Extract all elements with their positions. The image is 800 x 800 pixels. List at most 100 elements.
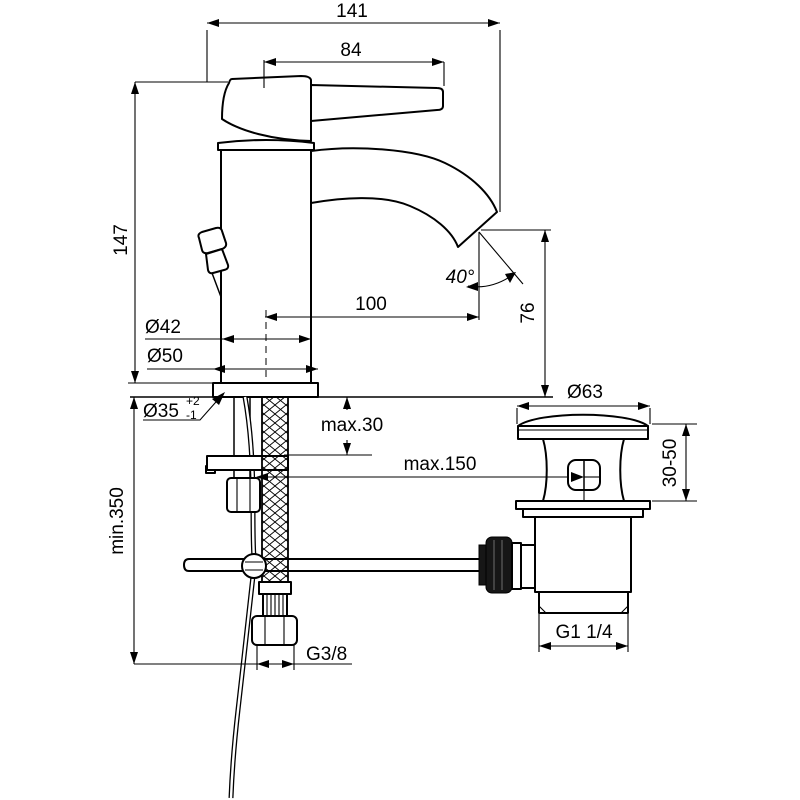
popup-knob: [197, 226, 228, 255]
arrowhead: [488, 19, 500, 27]
dim-body-diameter: Ø42: [145, 317, 311, 343]
arrowhead: [130, 397, 138, 409]
mounting-nut: [226, 477, 261, 513]
dim-lever-length: 84: [263, 40, 445, 88]
arrowhead: [343, 397, 351, 409]
arrowhead: [571, 472, 584, 482]
arrowhead: [616, 642, 628, 650]
arrowhead: [212, 392, 225, 405]
arrowhead: [282, 660, 294, 668]
waste-lower-flange: [515, 500, 651, 510]
popup-knob-lower: [205, 248, 230, 275]
under-deck-assembly: [130, 396, 553, 799]
dim-min350-lines: [133, 397, 257, 665]
handle-lever: [310, 84, 444, 122]
dim-63-label: Ø63: [567, 382, 603, 403]
dim-76-lines: [481, 229, 551, 397]
pull-rod-lower-core: [229, 575, 255, 799]
dim-100-lines: [265, 232, 480, 320]
dim-84-label: 84: [340, 40, 362, 61]
arrowhead: [130, 652, 138, 664]
pivot-slot: [245, 561, 263, 571]
arrowhead: [306, 365, 318, 373]
dim-147-lines: [128, 81, 228, 384]
dim-35-leader: [143, 393, 224, 421]
dim-50-label: Ø50: [147, 346, 183, 367]
arrowhead: [638, 402, 650, 410]
arrowhead: [541, 385, 549, 397]
waste-thread-tail: [538, 591, 629, 614]
arrowhead: [131, 371, 139, 383]
waste-thread-chamfer: [538, 605, 629, 614]
dim-hole-diameter: Ø35 +2 -1: [143, 392, 225, 422]
base-plate: [212, 382, 319, 398]
linkage-collar: [511, 542, 522, 590]
waste-plug-dome: [517, 413, 649, 427]
mounting-nut-facets: [236, 478, 251, 512]
hose-rib-lines: [266, 594, 284, 616]
arrowhead: [257, 660, 269, 668]
waste-lower-flange2: [522, 508, 644, 518]
arrowhead: [213, 365, 225, 373]
dim-42-label: Ø42: [145, 317, 181, 338]
cartridge-cap: [221, 75, 312, 142]
dim-deck-thickness: max.30: [284, 397, 383, 456]
dim-35-label: Ø35: [143, 401, 179, 422]
dim-total-height: 147: [111, 81, 228, 384]
supply-nut: [251, 615, 298, 646]
dim-147-label: 147: [111, 224, 132, 256]
pivot-screw: [241, 553, 267, 579]
faucet: [197, 75, 498, 398]
arrowhead: [517, 402, 529, 410]
dim-63-lines: [516, 405, 651, 424]
faucet-spout: [310, 147, 498, 248]
dim-waste-range: 30-50: [652, 423, 697, 502]
arrowhead: [299, 335, 311, 343]
arrowhead: [466, 282, 478, 291]
arrowhead: [264, 58, 276, 66]
horizontal-rod: [183, 558, 488, 572]
body-rim: [217, 139, 315, 151]
dim-spout-reach: 100: [265, 232, 480, 321]
arrowhead: [682, 489, 690, 501]
arrowhead: [256, 473, 268, 481]
dim-141-label: 141: [336, 1, 368, 22]
dim-40-label: 40°: [446, 267, 475, 288]
dim-waste-diameter: Ø63: [516, 382, 651, 424]
arrowhead: [682, 424, 690, 436]
dim-35-tol-plus: +2: [186, 394, 200, 408]
pull-rod-stem: [211, 272, 222, 298]
dim-76-label: 76: [518, 302, 539, 323]
dim-max150-label: max.150: [404, 454, 477, 475]
supply-nut-facets: [264, 616, 285, 645]
dim-100-label: 100: [355, 294, 387, 315]
dim-g114-label: G1 1/4: [555, 622, 612, 643]
arrowhead: [541, 230, 549, 242]
hose-ribs: [262, 593, 288, 617]
dim-base-diameter: Ø50: [147, 346, 318, 373]
dim-pull-rod: max.150: [256, 454, 584, 482]
dim-141-lines: [206, 22, 501, 212]
arrowhead: [131, 82, 139, 94]
dim-3050-label: 30-50: [660, 439, 681, 488]
arrowhead: [505, 272, 516, 283]
arrowhead: [222, 335, 234, 343]
dim-84-lines: [263, 60, 445, 88]
hose-collar: [258, 581, 292, 595]
arrowhead: [343, 443, 351, 455]
arrowhead: [432, 58, 444, 66]
popup-waste: [478, 413, 651, 614]
dim-supply-thread: G3/8: [256, 644, 352, 670]
dim-g38-label: G3/8: [306, 644, 347, 665]
waste-lower-body: [534, 516, 632, 593]
linkage-ball-joint: [485, 536, 513, 594]
dim-g38-lines: [256, 645, 352, 670]
waste-top-flange: [517, 425, 649, 440]
dim-3050-lines: [652, 423, 697, 502]
dim-hose-length: min.350: [107, 397, 257, 665]
dim-max30-label: max.30: [321, 415, 383, 436]
dim-min350-label: min.350: [107, 487, 128, 555]
braided-hose: [261, 396, 289, 583]
